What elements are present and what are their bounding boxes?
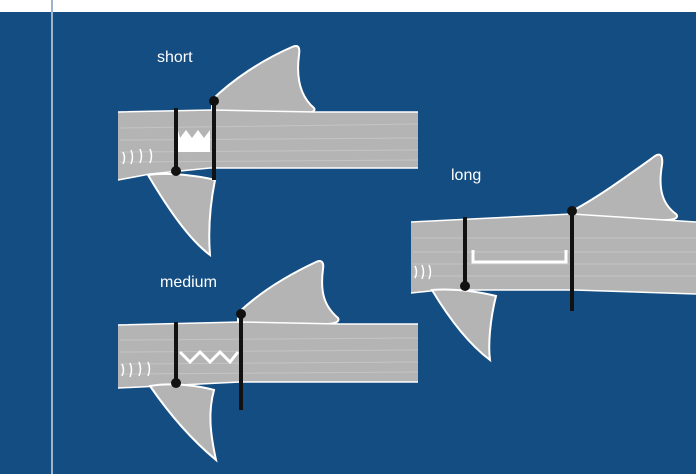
jaw-icon [178,130,210,152]
label-long: long [451,167,481,184]
dorsal-fin [571,153,679,224]
measure-point [209,96,219,106]
gill-slits [122,148,153,165]
shark-short: short [117,45,419,258]
pectoral-fin [430,288,498,363]
measure-point [567,206,577,216]
pectoral-fin [148,383,218,463]
jaw-icon [178,349,240,365]
gill-slits [121,361,151,378]
measure-point [171,166,181,176]
pectoral-fin [146,172,217,258]
shark-long: long [410,153,696,363]
label-medium: medium [160,274,217,291]
shark-body [118,322,418,388]
shark-body [411,214,696,294]
sidebar-divider [51,0,53,474]
dorsal-fin [211,45,316,115]
measure-point [236,309,246,319]
shark-medium: medium [117,259,419,463]
measure-point [171,378,181,388]
shark-body [118,110,418,180]
measure-point [460,281,470,291]
jaw-icon [471,250,568,264]
gill-slits [414,264,432,280]
dorsal-fin [237,259,340,325]
top-bar [0,0,696,12]
label-short: short [157,49,193,66]
